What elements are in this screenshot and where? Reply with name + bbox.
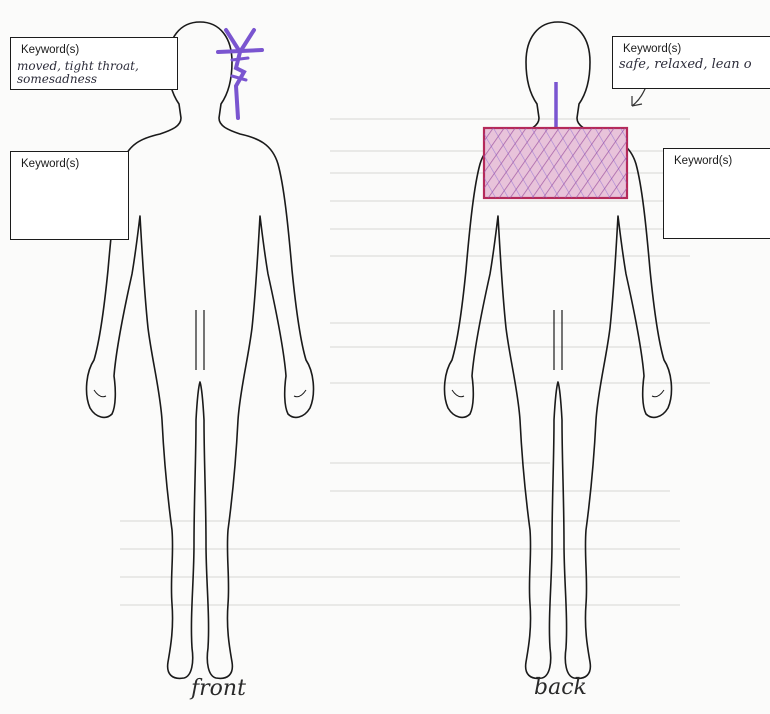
keyword-handwriting-line-1: safe, relaxed, lean o (619, 57, 752, 72)
front-head-marking (218, 30, 262, 118)
back-keyword-box-back[interactable]: Keyword(s) (663, 148, 770, 239)
front-caption: front (191, 676, 246, 701)
keyword-label: Keyword(s) (21, 44, 79, 56)
back-upper-shading (484, 128, 627, 198)
back-caption: back (534, 675, 587, 700)
front-body-outline (87, 22, 314, 678)
front-keyword-box-chest[interactable]: Keyword(s) (10, 151, 129, 240)
back-body-outline (445, 22, 672, 678)
keyword-handwriting-line-2: somesadness (17, 72, 97, 86)
back-keyword-box-neck[interactable]: Keyword(s) safe, relaxed, lean o (612, 36, 770, 89)
keyword-label: Keyword(s) (674, 155, 732, 167)
keyword-label: Keyword(s) (623, 43, 681, 55)
keyword-handwriting-line-1: moved, tight throat, (17, 59, 139, 73)
front-keyword-box-head[interactable]: Keyword(s) moved, tight throat, somesadn… (10, 37, 178, 90)
keyword-label: Keyword(s) (21, 158, 79, 170)
